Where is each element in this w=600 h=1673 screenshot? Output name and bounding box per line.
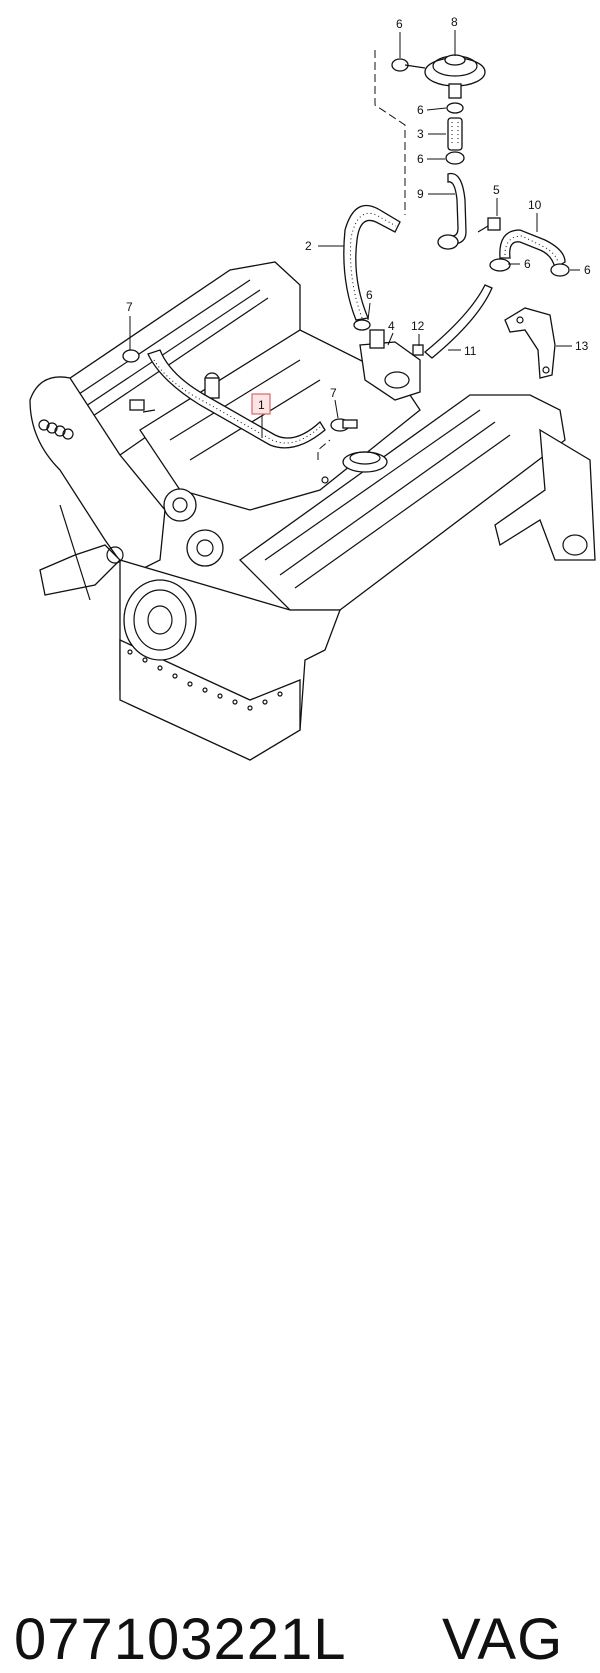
callout-9: 9 xyxy=(417,187,424,201)
callout-8: 8 xyxy=(451,15,458,29)
callout-label: 11 xyxy=(464,344,477,358)
callout-6-middle: 6 xyxy=(417,152,424,166)
callout-4: 4 xyxy=(388,319,395,333)
callout-label: 7 xyxy=(330,386,337,400)
part-5-bolt xyxy=(477,217,501,233)
part-6-clamp-lower xyxy=(353,319,371,331)
part-8-regulator-valve xyxy=(424,54,486,99)
callout-2: 2 xyxy=(305,239,312,253)
callout-label: 2 xyxy=(305,239,312,253)
part-6-clamp-top xyxy=(391,58,426,72)
engine-assembly xyxy=(29,261,596,761)
callout-label: 6 xyxy=(584,263,591,277)
part-4-valve xyxy=(359,329,421,401)
callout-6-right-outer: 6 xyxy=(584,263,591,277)
callout-5: 5 xyxy=(493,183,500,197)
part-11-pipe xyxy=(423,284,493,359)
part-6-clamp-right xyxy=(550,263,570,277)
callout-label: 6 xyxy=(396,17,403,31)
callout-10: 10 xyxy=(528,198,542,212)
callout-6-top-left: 6 xyxy=(396,17,403,31)
callout-6-upper: 6 xyxy=(417,103,424,117)
callout-label: 13 xyxy=(575,339,589,353)
part-1-breather-hose xyxy=(147,349,326,449)
part-9-pipe xyxy=(437,172,467,250)
callout-label: 6 xyxy=(524,257,531,271)
part-6-clamp-upper xyxy=(446,102,464,114)
callout-13: 13 xyxy=(575,339,589,353)
callout-7-right: 7 xyxy=(330,386,337,400)
part-12-fitting xyxy=(412,344,424,356)
callout-label: 8 xyxy=(451,15,458,29)
part-2-hose xyxy=(343,204,401,321)
callout-6-center: 6 xyxy=(366,288,373,302)
callout-label: 6 xyxy=(366,288,373,302)
callout-7-left: 7 xyxy=(126,300,133,314)
brand-name: VAG xyxy=(442,1607,564,1672)
callout-label: 10 xyxy=(528,198,542,212)
part-7-clamp-left xyxy=(122,349,140,363)
part-3-hose xyxy=(447,117,463,151)
callout-1-highlighted: 1 xyxy=(251,393,271,415)
callout-label: 7 xyxy=(126,300,133,314)
callout-label: 1 xyxy=(258,398,265,412)
callout-label: 12 xyxy=(411,319,425,333)
exploded-parts-diagram: 6 8 6 3 6 9 5 10 2 6 6 7 6 4 12 11 13 xyxy=(0,0,600,800)
callout-11: 11 xyxy=(464,344,477,358)
highlight-box xyxy=(251,393,271,415)
callout-label: 4 xyxy=(388,319,395,333)
callout-6-right-inner: 6 xyxy=(524,257,531,271)
part-6-clamp-middle xyxy=(445,151,465,165)
callout-label: 6 xyxy=(417,103,424,117)
callout-3: 3 xyxy=(417,127,424,141)
leader-lines xyxy=(129,30,580,438)
callout-12: 12 xyxy=(411,319,425,333)
part-7-clamp-right xyxy=(330,418,358,432)
part-13-bracket xyxy=(504,307,556,379)
footer: 077103221L VAG xyxy=(0,800,600,1672)
callout-label: 6 xyxy=(417,152,424,166)
callout-label: 9 xyxy=(417,187,424,201)
callout-label: 5 xyxy=(493,183,500,197)
part-6-clamp-pipe xyxy=(489,258,511,272)
part-number: 077103221L xyxy=(14,1607,347,1672)
callout-label: 3 xyxy=(417,127,424,141)
manufacturer-logo xyxy=(38,419,74,440)
